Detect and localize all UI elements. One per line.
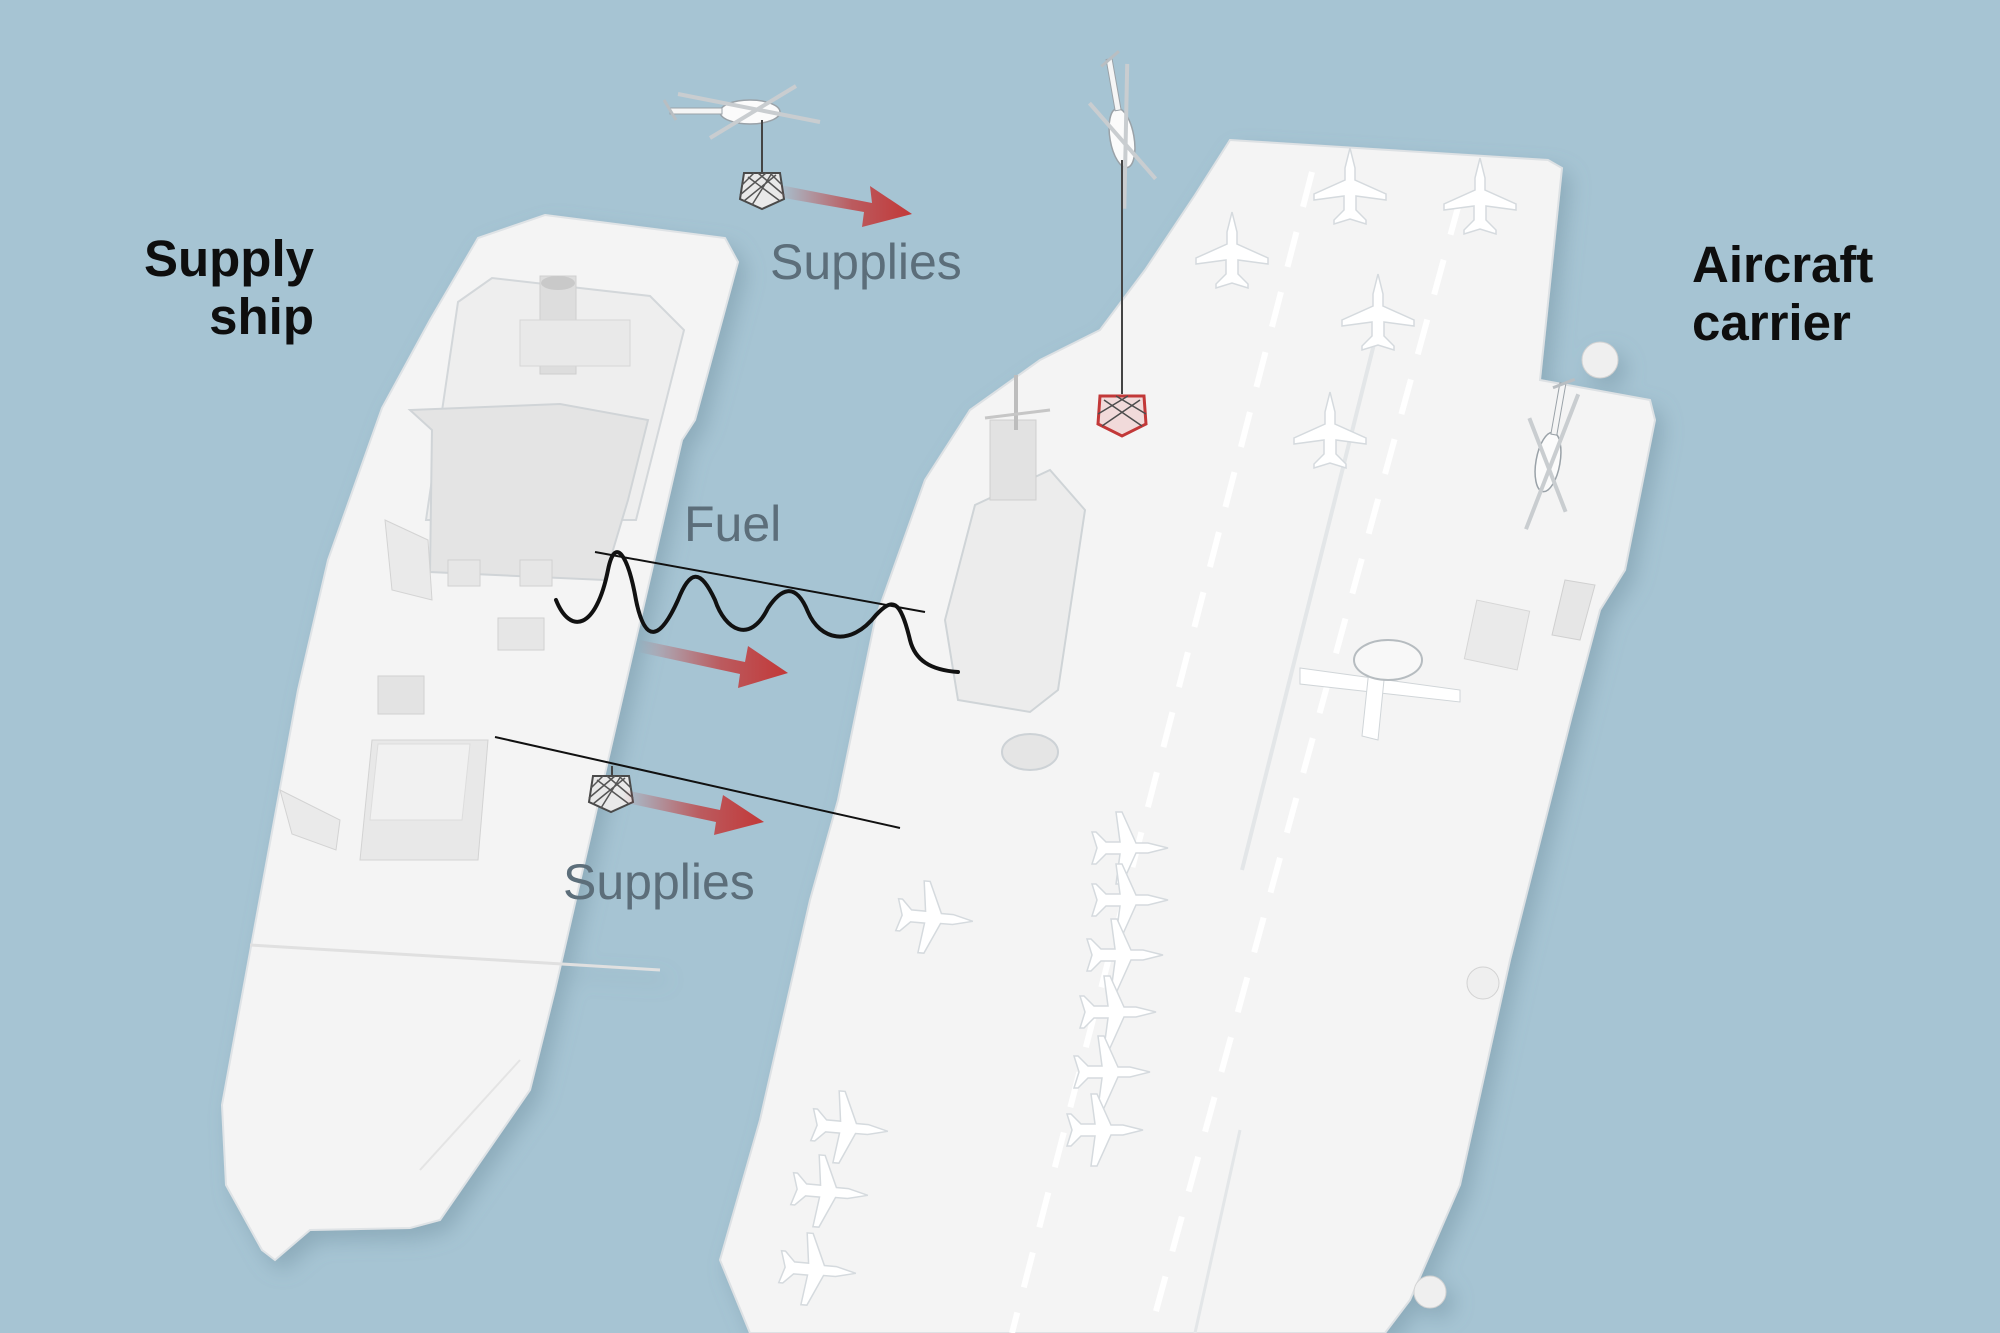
arrow-icon: [622, 790, 764, 835]
aircraft-carrier-label-line-2: carrier: [1692, 294, 1851, 351]
helicopter-top-right: [1079, 46, 1162, 438]
supply-ship: [220, 213, 740, 1262]
supply-ship-label-line-1: Supply: [143, 230, 314, 287]
radar-plane-icon: [1299, 639, 1461, 741]
cargo-net-icon: [1096, 394, 1148, 438]
supplies-top-label: Supplies: [770, 234, 962, 290]
aircraft-carrier: [718, 138, 1657, 1333]
supply-ship-label: Supply ship: [100, 230, 314, 346]
fuel-label: Fuel: [684, 496, 782, 552]
supplies-bottom-label: Supplies: [563, 854, 755, 910]
carrier-aircraft-group: [776, 147, 1591, 1310]
arrow-icon: [638, 640, 788, 688]
helicopter-top-left: [662, 84, 822, 210]
fuel-hose: [554, 550, 960, 674]
aircraft-carrier-label: Aircraft carrier: [1692, 236, 1952, 352]
supply-line: [494, 736, 901, 829]
supply-ship-label-line-2: ship: [209, 288, 314, 345]
aircraft-carrier-label-line-1: Aircraft: [1692, 236, 1874, 293]
arrow-icon: [778, 185, 912, 227]
